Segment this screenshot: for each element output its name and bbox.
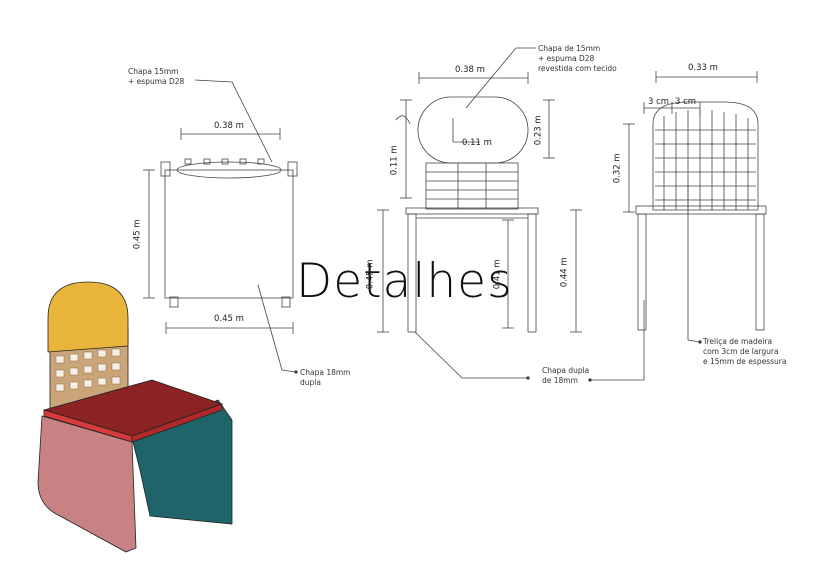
dim-side-back-height: 0.23 m — [533, 115, 544, 146]
side-view-drawing — [377, 47, 582, 379]
note-back-top: Chapa de 15mm + espuma D28 revestida com… — [538, 44, 617, 73]
chair-3d-illustration — [37, 281, 233, 553]
dim-front-base-width: 0.45 m — [214, 314, 244, 324]
dim-rear-slat-b: 3 cm — [675, 97, 697, 107]
dim-front-seat-width: 0.38 m — [214, 121, 244, 131]
note-board-front: Chapa 18mm dupla — [300, 368, 351, 387]
front-view-drawing — [143, 79, 298, 373]
page-title: Detalhes — [296, 254, 513, 309]
dim-side-back-offset: 0.11 m — [389, 145, 400, 176]
rear-view-drawing — [590, 71, 767, 381]
dim-rear-top-width: 0.33 m — [688, 63, 718, 73]
dim-rear-back-height: 0.32 m — [612, 153, 623, 184]
dim-side-inner-height: 0.41 m — [492, 259, 503, 290]
note-seat-top: Chapa 15mm + espuma D28 — [128, 67, 185, 86]
note-board-side: Chapa dupla de 18mm — [542, 366, 590, 385]
dim-side-outer-height: 0.44 m — [559, 257, 570, 288]
dim-side-total-height: 0.45 m — [365, 259, 376, 290]
note-lattice: Treliça de madeira com 3cm de largura e … — [703, 337, 787, 366]
dim-rear-slat-a: 3 cm — [648, 97, 670, 107]
dim-side-back-width: 0.38 m — [455, 65, 485, 75]
dim-side-back-radius: 0.11 m — [462, 138, 492, 148]
dim-front-height: 0.45 m — [132, 219, 143, 250]
